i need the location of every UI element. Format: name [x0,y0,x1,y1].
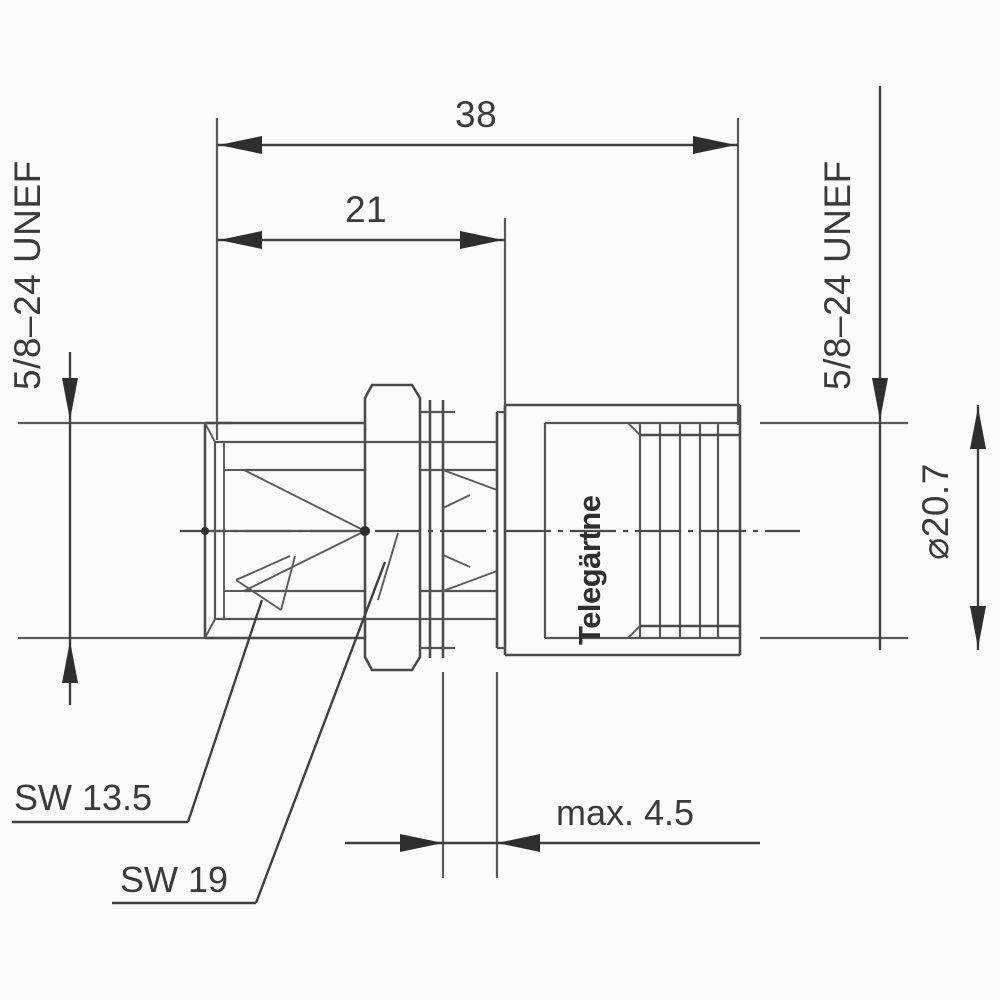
axis-node-center [360,526,370,536]
arrow-45-right [497,834,540,852]
overall-length-label: 38 [455,94,497,135]
hex-chamfer-arc [377,532,399,601]
washer-tip-top [442,494,471,509]
hex-nut [363,383,422,672]
partial-length-dimension: 21 [217,189,507,418]
outer-diameter-dimension: ⌀20.7 [915,405,986,650]
arrow-up-left [62,378,78,420]
arrow-38-left [219,136,262,154]
arrow-dia-top [970,407,986,449]
sw-13-5-label: SW 13.5 [14,777,152,818]
inner-detail-c [280,555,296,611]
partial-length-label: 21 [345,189,387,230]
outer-diameter-label: ⌀20.7 [915,463,956,560]
cone-top [243,469,366,532]
panel-thickness-label: max. 4.5 [556,792,694,833]
inner-detail-a [235,555,291,581]
overall-length-dimension: 38 [215,94,740,440]
chamfer-top-left [204,422,216,443]
arrow-up-right [872,378,888,420]
sw-19-label: SW 19 [120,859,228,900]
sw-19-leader-line [254,561,387,904]
panel-thickness-dimension: max. 4.5 [345,672,760,878]
thread-band-chamfer-bottom [627,625,641,639]
washer-bevel-bottom [442,570,498,592]
thread-band-chamfer-top [627,422,641,436]
arrow-down-left [62,641,78,683]
arrow-21-right [460,231,503,249]
washer-tip-bottom [442,554,471,568]
arrow-45-left [400,834,443,852]
arrow-21-left [219,231,262,249]
hex-nut-outline [363,383,422,672]
mounting-flange [495,405,507,655]
thread-dimension-right: 5/8–24 UNEF [760,86,908,650]
sw-13-5-leader-line [186,599,264,823]
inner-detail-b [235,579,282,611]
arrow-dia-bottom [970,606,986,648]
arrow-38-right [693,136,736,154]
chamfer-bottom-left [204,618,216,639]
sw-19-annotation: SW 19 [112,561,387,905]
sw-13-5-annotation: SW 13.5 [12,599,264,824]
thread-label-right: 5/8–24 UNEF [817,160,858,390]
lock-washer [420,400,498,658]
connector-body: Telegärtne [180,383,800,672]
axis-node-left [201,527,209,535]
brand-label: Telegärtne [572,495,607,645]
thread-dimension-left: 5/8–24 UNEF [7,160,232,705]
thread-label-left: 5/8–24 UNEF [7,160,48,390]
cone-bottom [243,530,366,592]
washer-bevel-top [442,469,498,491]
